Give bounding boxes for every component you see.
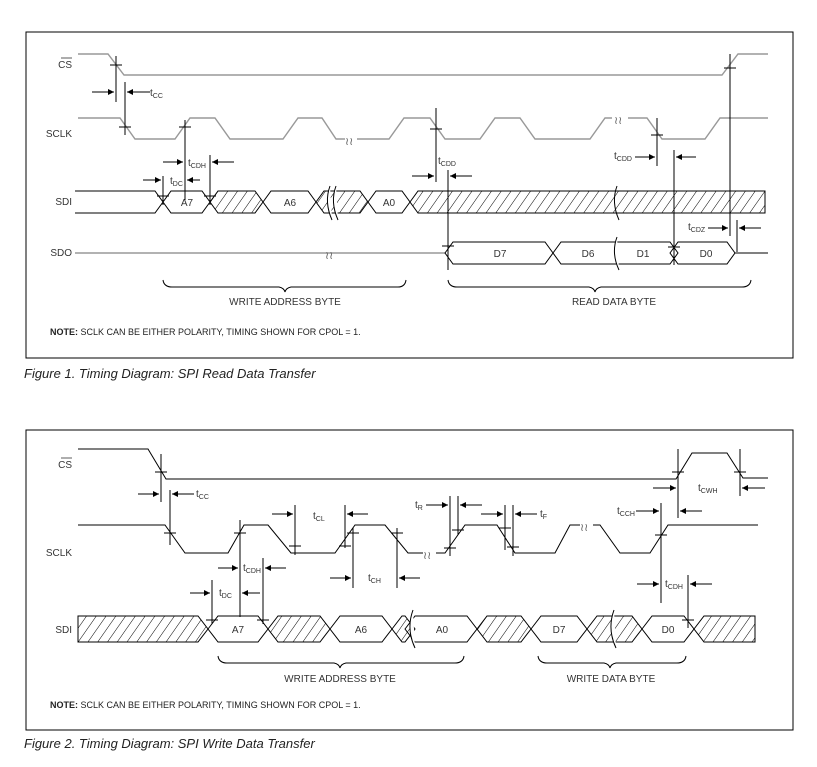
figure-2-note: NOTE: SCLK CAN BE EITHER POLARITY, TIMIN… bbox=[50, 700, 361, 710]
sclk-waveform-c bbox=[628, 117, 768, 140]
tcc-label: tCC bbox=[150, 88, 163, 100]
sclk-waveform-a bbox=[78, 524, 423, 554]
write-data-byte-label: WRITE DATA BYTE bbox=[567, 674, 656, 685]
figure-2-frame bbox=[25, 429, 794, 731]
sdi-row: A7 A6 A0 bbox=[75, 185, 766, 221]
sdi-hatch bbox=[391, 615, 416, 643]
brace-read-data bbox=[447, 279, 752, 293]
timing-markers: tCC tCDH tDC tCDD tCDD tCDZ bbox=[92, 54, 761, 270]
break-mark: ≀≀ bbox=[580, 522, 588, 534]
read-data-byte-label: READ DATA BYTE bbox=[572, 297, 656, 308]
sdi-label-a7: A7 bbox=[232, 625, 245, 636]
tcc-label: tCC bbox=[196, 489, 209, 501]
figure-1-caption: Figure 1. Timing Diagram: SPI Read Data … bbox=[24, 366, 316, 381]
signal-label-sclk: SCLK bbox=[46, 129, 72, 140]
sdi-idle bbox=[75, 190, 164, 214]
sdi-hatch bbox=[77, 615, 209, 643]
sdo-label-d7: D7 bbox=[494, 249, 507, 260]
sdo-row: ≀≀ D7 D6 D1 D0 bbox=[75, 236, 768, 271]
tcl-label: tCL bbox=[313, 511, 325, 523]
sdi-hatch bbox=[315, 190, 369, 214]
sdo-label-d0: D0 bbox=[700, 249, 713, 260]
sdi-label-a0: A0 bbox=[383, 198, 396, 209]
sdo-cell-d6-d1 bbox=[552, 241, 679, 265]
break-mark bbox=[409, 609, 416, 649]
write-address-byte-label: WRITE ADDRESS BYTE bbox=[284, 674, 396, 685]
tcdd-label-1: tCDD bbox=[438, 156, 456, 168]
sdi-hatch bbox=[693, 615, 756, 643]
brace-write-data bbox=[537, 655, 687, 669]
sdi-label-d7: D7 bbox=[553, 625, 566, 636]
tf-label: tF bbox=[540, 509, 547, 521]
signal-label-sdi: SDI bbox=[55, 625, 72, 636]
tcdh-label-1: tCDH bbox=[243, 563, 261, 575]
sdi-label-a0: A0 bbox=[436, 625, 449, 636]
sclk-waveform-b bbox=[357, 117, 612, 140]
tcdh-label-2: tCDH bbox=[665, 579, 683, 591]
sdi-label-a6: A6 bbox=[355, 625, 368, 636]
tch-label: tCH bbox=[368, 573, 381, 585]
sdi-label-d0: D0 bbox=[662, 625, 675, 636]
sdi-hatch bbox=[209, 190, 264, 214]
figure-1: CS SCLK SDI SDO ≀≀ ≀≀ A7 A6 A0 bbox=[24, 31, 794, 381]
sdi-hatch bbox=[476, 615, 532, 643]
tdc-label: tDC bbox=[170, 176, 183, 188]
break-mark: ≀≀ bbox=[614, 115, 622, 127]
signal-label-sdo: SDO bbox=[50, 248, 72, 259]
timing-markers: tCC tCDH tDC tCL tCH tR bbox=[138, 449, 765, 628]
brace-write-address bbox=[217, 655, 465, 669]
figure-1-frame bbox=[25, 31, 794, 359]
tcdd-label-2: tCDD bbox=[614, 151, 632, 163]
sdi-label-a7: A7 bbox=[181, 198, 194, 209]
sdi-hatch bbox=[409, 190, 766, 214]
brace-write-address bbox=[162, 279, 407, 293]
tr-label: tR bbox=[415, 500, 423, 512]
figure-1-note: NOTE: SCLK CAN BE EITHER POLARITY, TIMIN… bbox=[50, 327, 361, 337]
signal-label-cs: CS bbox=[58, 60, 72, 71]
tcdz-label: tCDZ bbox=[688, 222, 706, 234]
signal-label-cs: CS bbox=[58, 460, 72, 471]
sdi-label-a6: A6 bbox=[284, 198, 297, 209]
signal-label-sclk: SCLK bbox=[46, 548, 72, 559]
break-mark: ≀≀ bbox=[345, 136, 353, 148]
break-mark bbox=[613, 185, 620, 221]
figure-2: CS SCLK SDI ≀≀ ≀≀ A7 A6 A0 bbox=[24, 429, 794, 751]
write-address-byte-label: WRITE ADDRESS BYTE bbox=[229, 297, 341, 308]
sdi-hatch bbox=[267, 615, 331, 643]
break-mark bbox=[610, 609, 617, 649]
sdo-label-d1: D1 bbox=[637, 249, 650, 260]
break-mark: ≀≀ bbox=[325, 250, 333, 262]
sdo-label-d6: D6 bbox=[582, 249, 595, 260]
tcwh-label: tCWH bbox=[698, 483, 718, 495]
signal-label-sdi: SDI bbox=[55, 197, 72, 208]
break-mark bbox=[326, 185, 339, 221]
cs-waveform bbox=[78, 448, 768, 480]
sdi-row: A7 A6 A0 D7 D0 bbox=[77, 609, 756, 649]
break-mark: ≀≀ bbox=[423, 550, 431, 562]
figure-2-caption: Figure 2. Timing Diagram: SPI Write Data… bbox=[24, 736, 315, 751]
tcdh-label: tCDH bbox=[188, 158, 206, 170]
cs-waveform bbox=[78, 53, 768, 76]
tdc-label: tDC bbox=[219, 588, 232, 600]
sclk-waveform-c bbox=[593, 524, 758, 554]
break-mark bbox=[613, 236, 620, 271]
tcch-label: tCCH bbox=[617, 506, 635, 518]
sclk-waveform-a bbox=[78, 117, 345, 140]
